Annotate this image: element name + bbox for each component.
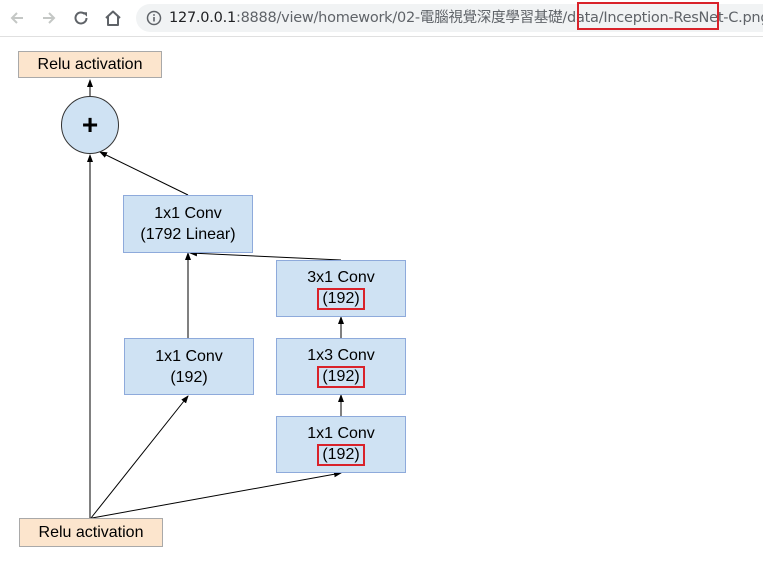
conv-1x3-channels: (192) [317,366,365,388]
conv-linear-title: 1x1 Conv [154,205,222,222]
conv-left-title: 1x1 Conv [155,347,223,365]
conv-1x1-right-node: 1x1 Conv (192) [276,416,406,473]
add-node: + [61,96,119,154]
home-icon [105,10,121,26]
bottom-relu-node: Relu activation [19,518,163,547]
arrow-left-icon [10,12,23,24]
edge-linear-to-add [99,151,189,196]
conv-right-title: 1x1 Conv [307,425,375,442]
conv-3x1-title: 3x1 Conv [307,269,375,286]
url-filename-highlight [577,2,719,30]
conv-1x3-node: 1x3 Conv (192) [276,338,406,395]
home-button[interactable] [102,7,124,29]
reload-button[interactable] [70,7,92,29]
edge-relu-to-right-conv [91,471,342,519]
conv-1x3-title: 1x3 Conv [307,347,375,364]
url-host: 127.0.0.1 [169,10,236,26]
edge-3x1-to-linear [189,250,342,261]
reload-icon [74,11,88,25]
top-relu-label: Relu activation [37,56,143,73]
url-text[interactable]: 127.0.0.1:8888/view/homework/02-電腦視覺深度學習… [169,10,763,26]
conv-linear-channels: (1792 Linear) [140,226,236,243]
conv-1792-linear-node: 1x1 Conv (1792 Linear) [123,195,253,253]
conv-left-channels: (192) [170,368,208,386]
conv-right-channels: (192) [317,444,365,466]
forward-button[interactable] [38,7,60,29]
address-bar[interactable]: 127.0.0.1:8888/view/homework/02-電腦視覺深度學習… [136,4,763,32]
add-symbol: + [81,109,99,140]
browser-toolbar: 127.0.0.1:8888/view/homework/02-電腦視覺深度學習… [0,0,763,37]
back-button[interactable] [6,7,28,29]
arrow-right-icon [43,12,56,24]
info-icon[interactable] [146,10,162,26]
edge-relu-to-left-conv [90,395,189,519]
conv-1x1-left-node: 1x1 Conv (192) [124,338,254,395]
conv-3x1-channels: (192) [317,288,365,310]
url-path: :8888/view/homework/02-電腦視覺深度學習基礎/data/I… [235,10,763,26]
top-relu-node: Relu activation [18,51,162,78]
conv-3x1-node: 3x1 Conv (192) [276,260,406,317]
bottom-relu-label: Relu activation [38,524,144,541]
